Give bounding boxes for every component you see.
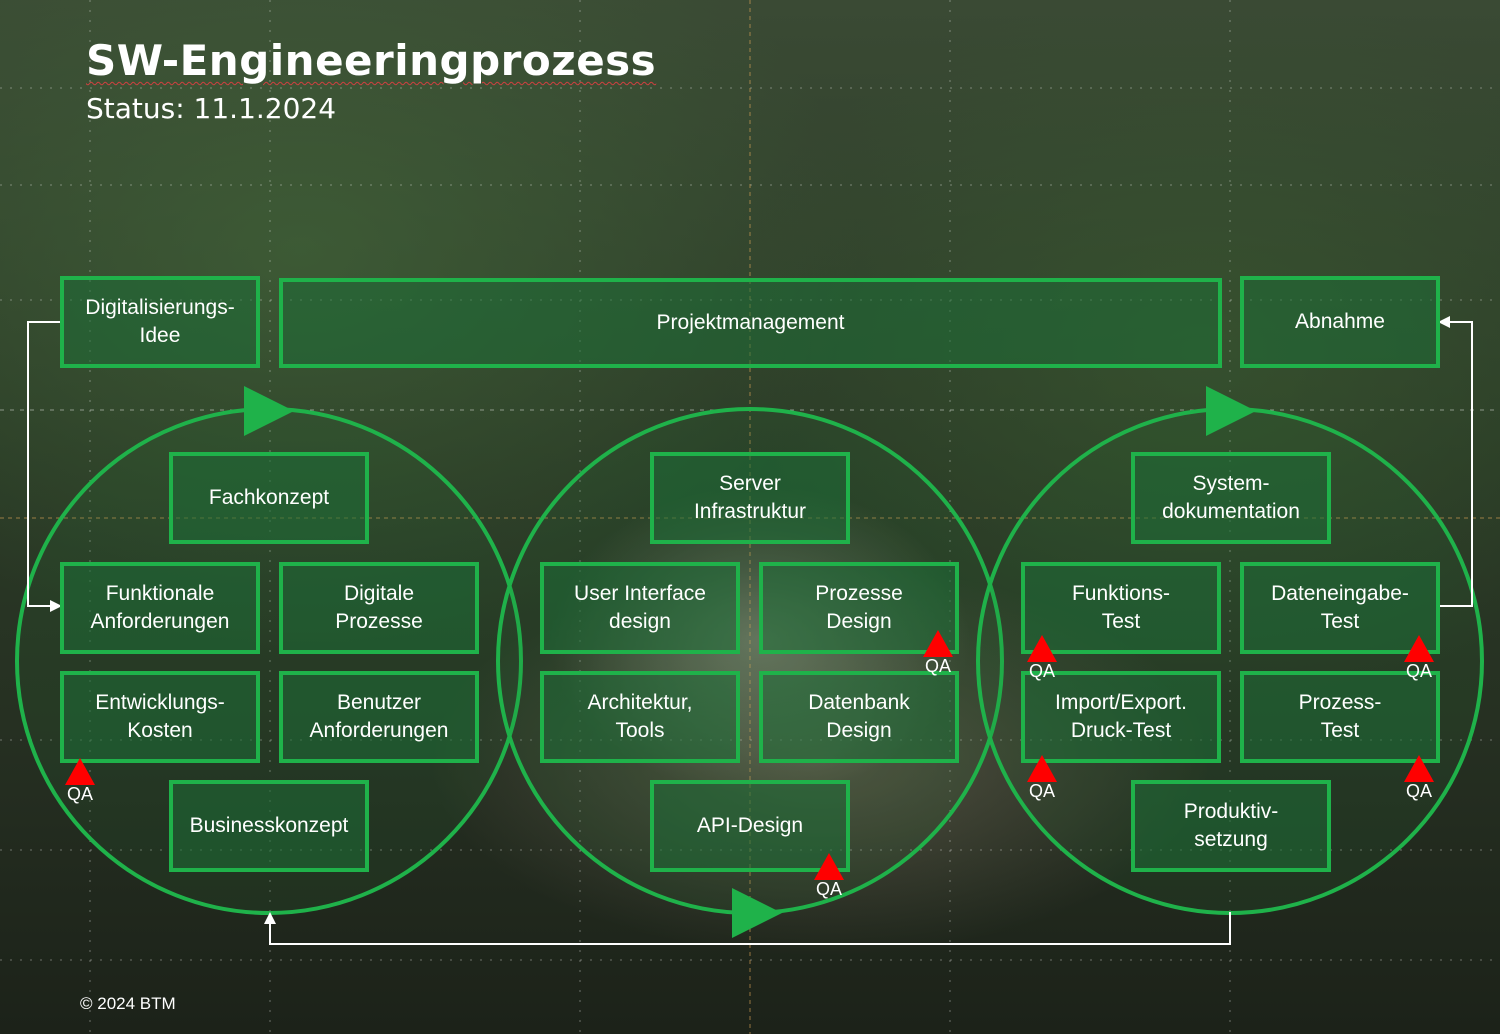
qa-marker: QA xyxy=(923,630,953,676)
box-user-requirements[interactable]: Benutzer Anforderungen xyxy=(279,671,479,763)
qa-label: QA xyxy=(66,784,93,804)
qa-label: QA xyxy=(924,656,951,676)
box-architecture-tools[interactable]: Architektur, Tools xyxy=(540,671,740,763)
box-go-live[interactable]: Produktiv- setzung xyxy=(1131,780,1331,872)
box-import-export-print-test[interactable]: Import/Export. Druck-Test xyxy=(1021,671,1221,763)
box-process-test[interactable]: Prozess- Test xyxy=(1240,671,1440,763)
box-server-infrastructure[interactable]: Server Infrastruktur xyxy=(650,452,850,544)
box-database-design[interactable]: Datenbank Design xyxy=(759,671,959,763)
box-development-costs[interactable]: Entwicklungs- Kosten xyxy=(60,671,260,763)
qa-label: QA xyxy=(1405,661,1432,681)
qa-marker: QA xyxy=(1404,635,1434,681)
qa-label: QA xyxy=(1028,661,1055,681)
box-functional-requirements[interactable]: Funktionale Anforderungen xyxy=(60,562,260,654)
qa-label: QA xyxy=(1405,781,1432,801)
qa-triangle-icon xyxy=(65,758,95,785)
qa-marker: QA xyxy=(1027,755,1057,801)
qa-triangle-icon xyxy=(1404,755,1434,782)
qa-triangle-icon xyxy=(814,853,844,880)
box-ui-design[interactable]: User Interface design xyxy=(540,562,740,654)
qa-triangle-icon xyxy=(1404,635,1434,662)
box-digital-processes[interactable]: Digitale Prozesse xyxy=(279,562,479,654)
box-fachkonzept[interactable]: Fachkonzept xyxy=(169,452,369,544)
page-title: SW-Engineeringprozess xyxy=(86,36,657,85)
qa-marker: QA xyxy=(1027,635,1057,681)
qa-marker: QA xyxy=(814,853,844,899)
qa-triangle-icon xyxy=(923,630,953,657)
status-date: Status: 11.1.2024 xyxy=(86,92,337,125)
box-digitalization-idea[interactable]: Digitalisierungs- Idee xyxy=(60,276,260,368)
box-project-management[interactable]: Projektmanagement xyxy=(279,278,1222,368)
qa-label: QA xyxy=(1028,781,1055,801)
box-acceptance[interactable]: Abnahme xyxy=(1240,276,1440,368)
qa-marker: QA xyxy=(1404,755,1434,801)
qa-triangle-icon xyxy=(1027,635,1057,662)
cycle-arrow-middle xyxy=(732,888,782,938)
box-system-documentation[interactable]: System- dokumentation xyxy=(1131,452,1331,544)
cycle-arrow-right xyxy=(1206,386,1256,436)
box-businesskonzept[interactable]: Businesskonzept xyxy=(169,780,369,872)
qa-marker: QA xyxy=(65,758,95,804)
qa-label: QA xyxy=(815,879,842,899)
qa-triangle-icon xyxy=(1027,755,1057,782)
cycle-arrow-left xyxy=(244,386,294,436)
copyright-notice: © 2024 BTM xyxy=(80,994,176,1013)
